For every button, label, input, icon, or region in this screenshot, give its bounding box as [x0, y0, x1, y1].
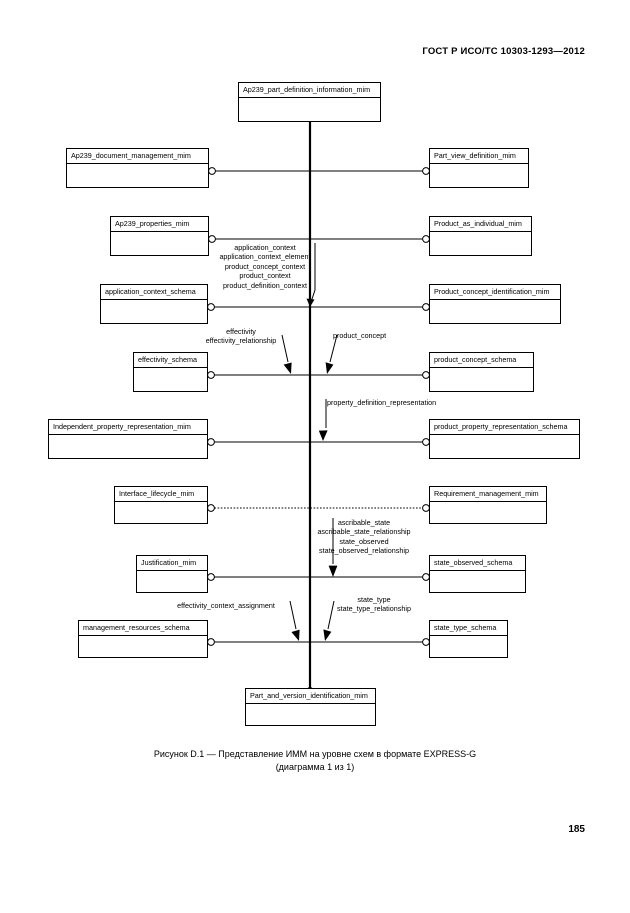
relationship-label-application-context-group: application_context application_context_… [208, 243, 322, 290]
schema-box-title: Ap239_part_definition_information_mim [239, 83, 380, 98]
relationship-label-state-type-group: state_type state_type_relationship [325, 595, 423, 614]
relationship-label-line: state_type_relationship [337, 604, 411, 614]
schema-box-application-context-schema[interactable]: application_context_schema [100, 284, 208, 324]
page-number: 185 [568, 824, 585, 835]
schema-box-title: product_property_representation_schema [430, 420, 579, 435]
connector-dot [207, 504, 215, 512]
schema-box-body [430, 164, 528, 184]
schema-box-body [134, 368, 207, 388]
schema-box-body [67, 164, 208, 184]
schema-box-body [101, 300, 207, 320]
schema-box-title: Ap239_properties_mim [111, 217, 208, 232]
schema-box-title: Justification_mim [137, 556, 207, 571]
relationship-label-product-concept: product_concept [333, 331, 413, 340]
schema-box-requirement-management-mim[interactable]: Requirement_management_mim [429, 486, 547, 524]
schema-box-product-as-individual-mim[interactable]: Product_as_individual_mim [429, 216, 532, 256]
leader-arrows [281, 243, 338, 641]
relationship-label-line: ascribable_state [337, 518, 391, 527]
connector-dot [207, 438, 215, 446]
schema-box-body [430, 435, 579, 455]
relationship-label-line: effectivity_context_assignment [177, 601, 275, 610]
schema-box-product-property-representation-schema[interactable]: product_property_representation_schema [429, 419, 580, 459]
connector-dot [207, 573, 215, 581]
schema-box-product-concept-schema[interactable]: product_concept_schema [429, 352, 534, 392]
schema-box-body [430, 232, 531, 252]
relationship-label-effectivity-context-assignment: effectivity_context_assignment [163, 601, 289, 610]
figure-caption: Рисунок D.1 — Представление ИММ на уровн… [0, 748, 630, 774]
connector-dot [207, 371, 215, 379]
schema-box-justification-mim[interactable]: Justification_mim [136, 555, 208, 593]
schema-box-body [111, 232, 208, 252]
schema-box-body [137, 571, 207, 591]
connector-dot [207, 303, 215, 311]
schema-box-body [430, 502, 546, 522]
schema-box-body [430, 300, 560, 320]
schema-box-title: Product_concept_identification_mim [430, 285, 560, 300]
schema-box-part-view-definition-mim[interactable]: Part_view_definition_mim [429, 148, 529, 188]
schema-box-title: state_observed_schema [430, 556, 525, 571]
connector-dot [208, 235, 216, 243]
figure-caption-line-1: Рисунок D.1 — Представление ИММ на уровн… [153, 749, 477, 759]
relationship-label-line: product_context [239, 271, 291, 281]
schema-box-title: application_context_schema [101, 285, 207, 300]
schema-box-body [430, 636, 507, 656]
relationship-label-line: product_concept [333, 331, 387, 340]
schema-box-ap239-properties-mim[interactable]: Ap239_properties_mim [110, 216, 209, 256]
schema-box-title: Ap239_document_management_mim [67, 149, 208, 164]
schema-box-title: Product_as_individual_mim [430, 217, 531, 232]
schema-box-product-concept-identification-mim[interactable]: Product_concept_identification_mim [429, 284, 561, 324]
relationship-label-property-definition-representation: property_definition_representation [327, 398, 455, 407]
schema-box-title: state_type_schema [430, 621, 507, 636]
schema-box-body [49, 435, 207, 455]
schema-box-title: Independent_property_representation_mim [49, 420, 207, 435]
schema-box-body [115, 502, 207, 522]
schema-box-ap239-part-definition-information-mim[interactable]: Ap239_part_definition_information_mim [238, 82, 381, 122]
schema-box-title: Part_view_definition_mim [430, 149, 528, 164]
schema-box-interface-lifecycle-mim[interactable]: Interface_lifecycle_mim [114, 486, 208, 524]
schema-box-part-and-version-identification-mim[interactable]: Part_and_version_identification_mim [245, 688, 376, 726]
relationship-label-line: application_context_element [219, 252, 311, 262]
relationship-label-line: product_definition_context [223, 280, 307, 290]
schema-box-management-resources-schema[interactable]: management_resources_schema [78, 620, 208, 658]
connector-dot [207, 638, 215, 646]
schema-box-body [430, 368, 533, 388]
relationship-label-line: effectivity_relationship [205, 336, 277, 346]
page-header: ГОСТ Р ИСО/ТС 10303-1293—2012 [422, 46, 585, 57]
schema-box-title: Part_and_version_identification_mim [246, 689, 375, 704]
relationship-label-ascribable-state-group: ascribable_state ascribable_state_relati… [296, 518, 432, 556]
schema-box-title: Interface_lifecycle_mim [115, 487, 207, 502]
relationship-label-line: product_concept_context [224, 261, 306, 271]
schema-box-independent-property-representation-mim[interactable]: Independent_property_representation_mim [48, 419, 208, 459]
schema-box-body [246, 704, 375, 724]
relationship-label-line: state_observed [339, 536, 389, 546]
schema-box-title: Requirement_management_mim [430, 487, 546, 502]
figure-caption-line-2: (диаграмма 1 из 1) [275, 762, 355, 772]
schema-box-state-observed-schema[interactable]: state_observed_schema [429, 555, 526, 593]
connector-dot [208, 167, 216, 175]
schema-box-body [239, 98, 380, 118]
relationship-label-line: state_type [357, 595, 391, 604]
schema-box-title: product_concept_schema [430, 353, 533, 368]
schema-box-body [430, 571, 525, 591]
relationship-label-effectivity-group: effectivity effectivity_relationship [189, 327, 293, 346]
relationship-label-line: ascribable_state_relationship [317, 527, 411, 537]
schema-box-effectivity-schema[interactable]: effectivity_schema [133, 352, 208, 392]
schema-box-body [79, 636, 207, 656]
schema-box-title: management_resources_schema [79, 621, 207, 636]
relationship-label-line: state_observed_relationship [319, 546, 409, 556]
relationship-label-line: effectivity [226, 327, 256, 336]
schema-box-title: effectivity_schema [134, 353, 207, 368]
schema-box-ap239-document-management-mim[interactable]: Ap239_document_management_mim [66, 148, 209, 188]
schema-box-state-type-schema[interactable]: state_type_schema [429, 620, 508, 658]
relationship-label-line: application_context [234, 243, 296, 252]
relationship-label-line: property_definition_representation [327, 398, 437, 407]
